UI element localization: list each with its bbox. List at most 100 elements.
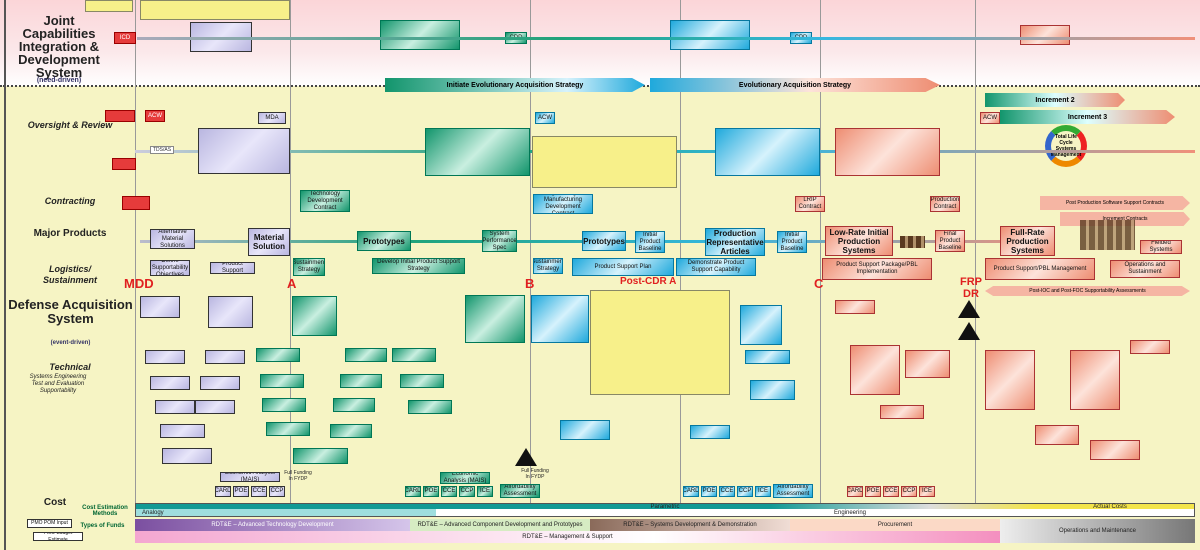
cost-estimate-group: CARD POE CCE CCP ICE bbox=[847, 486, 935, 497]
product-support-plan: Product Support Plan bbox=[572, 258, 674, 276]
jcids-notes-box bbox=[140, 0, 290, 20]
ppss-contract-arrow: Post Production Software Support Contrac… bbox=[1040, 196, 1190, 210]
acq-strategy-box bbox=[835, 128, 940, 176]
card-box: CARD bbox=[405, 486, 421, 497]
phase-line bbox=[290, 0, 291, 505]
poe-box: POE bbox=[233, 486, 249, 497]
initial-product-baseline: Initial Product Baseline bbox=[777, 231, 807, 253]
acw-box: ACW bbox=[145, 110, 165, 122]
td-contract-box: Technology Development Contract bbox=[300, 190, 350, 212]
parametric-band: Parametric bbox=[136, 504, 1194, 510]
ice-box: ICE bbox=[919, 486, 935, 497]
tds-box bbox=[198, 128, 290, 174]
label-das: Defense Acquisition System bbox=[8, 297, 133, 326]
ccp-box: CCP bbox=[269, 486, 285, 497]
production-contract-box: Production Contract bbox=[930, 196, 960, 212]
affordability-box: Affordability Assessment bbox=[500, 484, 540, 498]
production-representative-articles: Production Representative Articles bbox=[705, 228, 765, 256]
label-jcids: Joint Capabilities Integration & Develop… bbox=[18, 13, 100, 80]
se-box bbox=[256, 348, 300, 362]
jcids-doc-box bbox=[85, 0, 133, 12]
acw-box: ACW bbox=[980, 112, 1000, 124]
jcids-emd-box bbox=[670, 20, 750, 50]
increment-3-arrow: Increment 3 bbox=[1000, 110, 1175, 124]
se-box bbox=[162, 448, 212, 464]
se-box bbox=[293, 448, 348, 464]
se-box bbox=[195, 400, 235, 414]
phase-line bbox=[820, 0, 821, 505]
lrip-systems: Low-Rate Initial Production Systems bbox=[825, 226, 893, 256]
se-box bbox=[155, 400, 195, 414]
economic-analysis-box: Economic Analysis (MAIS) bbox=[220, 472, 280, 482]
pom-input-box: PMO POM Input bbox=[27, 519, 72, 528]
initiate-strategy-arrow: Initiate Evolutionary Acquisition Strate… bbox=[385, 78, 645, 92]
ccp-box: CCP bbox=[459, 486, 475, 497]
se-box bbox=[531, 295, 589, 343]
funds-om: Operations and Maintenance bbox=[1000, 519, 1195, 543]
product-support-management: Product Support/PBL Management bbox=[985, 258, 1095, 280]
pbl-legend-box bbox=[590, 290, 730, 395]
se-box bbox=[330, 424, 372, 438]
poe-box: POE bbox=[423, 486, 439, 497]
se-box bbox=[850, 345, 900, 395]
fielded-systems-box: Fielded Systems bbox=[1140, 240, 1182, 254]
milestone-b: B bbox=[525, 276, 535, 291]
oversight-red-box bbox=[105, 110, 135, 122]
se-box bbox=[905, 350, 950, 378]
se-box bbox=[208, 296, 253, 328]
evaluate-product-support: Evaluate Product Support Capabilities bbox=[210, 262, 255, 274]
se-box bbox=[1070, 350, 1120, 410]
review-triangle-icon bbox=[958, 322, 980, 340]
post-ioc-assessment-arrow: Post-IOC and Post-FOC Supportability Ass… bbox=[985, 286, 1190, 296]
label-types-funds: Types of Funds bbox=[80, 523, 125, 529]
se-box bbox=[140, 296, 180, 318]
sustainment-strategy: Sustainment Strategy bbox=[293, 258, 325, 276]
label-oversight: Oversight & Review bbox=[27, 120, 113, 130]
se-box bbox=[1130, 340, 1170, 354]
full-funding-label: Full Funding In FYDP bbox=[521, 468, 549, 480]
label-logistics: Logistics/ Sustainment bbox=[42, 264, 97, 285]
ice-box: ICE bbox=[477, 486, 493, 497]
alt-material-solutions: Alternative Material Solutions bbox=[150, 229, 195, 249]
affordability-box: Affordability Assessment bbox=[773, 484, 813, 498]
se-box bbox=[1035, 425, 1079, 445]
ccp-box: CCP bbox=[901, 486, 917, 497]
sustainment-strategy: Sustainment Strategy bbox=[533, 258, 563, 274]
label-technical: Technical bbox=[49, 362, 91, 372]
se-box bbox=[880, 405, 924, 419]
tds-as-lane-label: TDS/AS bbox=[150, 146, 175, 154]
label-das-sub: (event-driven) bbox=[50, 340, 91, 346]
phase-line bbox=[975, 0, 976, 505]
initial-product-baseline: Initial Product Baseline bbox=[635, 231, 665, 253]
se-box bbox=[260, 374, 304, 388]
acq-strategy-box bbox=[425, 128, 530, 176]
se-box bbox=[333, 398, 375, 412]
card-box: CARD bbox=[847, 486, 863, 497]
cce-box: CCE bbox=[883, 486, 899, 497]
se-box bbox=[262, 398, 306, 412]
tank-icon bbox=[1080, 220, 1135, 250]
se-box bbox=[200, 376, 240, 390]
label-cost: Cost bbox=[43, 497, 67, 508]
prototypes-emd: Prototypes bbox=[582, 231, 626, 251]
se-box bbox=[345, 348, 387, 362]
phase-line bbox=[530, 0, 531, 505]
frame-edge bbox=[4, 0, 6, 550]
se-box bbox=[400, 374, 444, 388]
lrip-contract-box: LRIP Contract bbox=[795, 196, 825, 212]
phase-line bbox=[135, 0, 136, 505]
mda-box: MDA bbox=[258, 112, 286, 124]
system-performance-spec: System Performance Spec bbox=[482, 230, 517, 252]
se-box bbox=[560, 420, 610, 440]
budget-estimate-box: PMO Budget Estimate bbox=[33, 532, 83, 541]
demonstrate-product-support: Demonstrate Product Support Capability bbox=[676, 258, 756, 276]
tank-icon bbox=[900, 236, 925, 248]
milestone-frp-dr: FRP DR bbox=[960, 276, 982, 300]
cce-box: CCE bbox=[719, 486, 735, 497]
se-box bbox=[408, 400, 452, 414]
milestone-mdd: MDD bbox=[124, 276, 154, 291]
contract-red-box bbox=[122, 196, 150, 210]
se-box bbox=[690, 425, 730, 439]
funds-sdd: RDT&E – Systems Development & Demonstrat… bbox=[590, 519, 790, 531]
engineering-band: Engineering bbox=[833, 509, 867, 516]
